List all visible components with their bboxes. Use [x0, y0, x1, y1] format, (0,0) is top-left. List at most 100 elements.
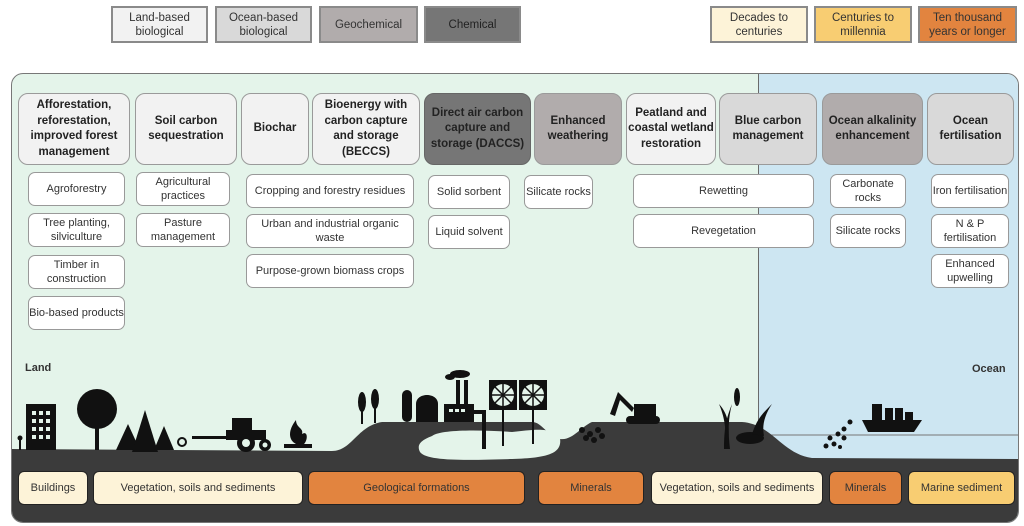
cdr-diagram-panel: Afforestation, reforestation, improved f…: [11, 73, 1019, 523]
storage-minerals-ocean: Minerals: [829, 471, 902, 505]
option-tree-planting: Tree planting, silviculture: [28, 213, 125, 247]
legend-ocean-based-biological: Ocean-based biological: [215, 6, 312, 43]
seabed-rocks-icon: [823, 419, 853, 449]
storage-label: Minerals: [570, 482, 612, 494]
method-label: Peatland and coastal wetland restoration: [628, 106, 714, 150]
option-label: Carbonate rocks: [842, 177, 894, 205]
option-label: Enhanced upwelling: [945, 257, 995, 285]
option-silicate-rocks-ocean: Silicate rocks: [830, 214, 906, 248]
method-label: Enhanced weathering: [547, 114, 609, 143]
method-label: Afforestation, reforestation, improved f…: [30, 99, 118, 158]
legend-centuries-to-millennia: Centuries to millennia: [814, 6, 912, 43]
storage-marine-sediment: Marine sediment: [908, 471, 1015, 505]
method-label: Soil carbon sequestration: [148, 114, 224, 143]
method-afforestation: Afforestation, reforestation, improved f…: [18, 93, 130, 165]
storage-label: Geological formations: [363, 482, 470, 494]
legend-label: Ocean-based biological: [228, 11, 299, 38]
option-label: Agroforestry: [46, 182, 107, 195]
method-beccs: Bioenergy with carbon capture and storag…: [312, 93, 420, 165]
legend-decades-to-centuries: Decades to centuries: [710, 6, 808, 43]
legend-land-based-biological: Land-based biological: [111, 6, 208, 43]
excavator-icon: [610, 392, 660, 424]
tractor-plough-icon: [177, 418, 271, 452]
option-agricultural-practices: Agricultural practices: [136, 172, 230, 206]
method-label: Ocean fertilisation: [939, 114, 1002, 143]
method-blue-carbon: Blue carbon management: [719, 93, 817, 165]
option-revegetation: Revegetation: [633, 214, 814, 248]
storage-label: Marine sediment: [920, 482, 1003, 494]
option-label: Pasture management: [150, 216, 216, 244]
legend-label: Ten thousand years or longer: [929, 11, 1006, 38]
method-enhanced-weathering: Enhanced weathering: [534, 93, 622, 165]
reed-icon: [719, 388, 740, 449]
factory-icon: [444, 370, 486, 449]
option-silicate-rocks-land: Silicate rocks: [524, 175, 593, 209]
option-label: Revegetation: [691, 224, 756, 237]
landscape-illustration: [12, 370, 1018, 522]
storage-geological-formations: Geological formations: [308, 471, 525, 505]
rocks-icon: [579, 427, 605, 443]
ship-icon: [862, 404, 922, 432]
option-label: Urban and industrial organic waste: [261, 217, 399, 245]
option-label: Tree planting, silviculture: [43, 216, 110, 244]
option-label: Rewetting: [699, 184, 748, 197]
method-soil-carbon: Soil carbon sequestration: [135, 93, 237, 165]
storage-minerals-land: Minerals: [538, 471, 644, 505]
storage-label: Minerals: [844, 482, 887, 494]
legend-label: Land-based biological: [129, 11, 190, 38]
deciduous-tree-icon: [77, 389, 117, 450]
method-peatland-restoration: Peatland and coastal wetland restoration: [626, 93, 716, 165]
method-ocean-alkalinity: Ocean alkalinity enhancement: [822, 93, 923, 165]
option-enhanced-upwelling: Enhanced upwelling: [931, 254, 1009, 288]
storage-vegetation-soils-land: Vegetation, soils and sediments: [93, 471, 303, 505]
method-label: Bioenergy with carbon capture and storag…: [324, 99, 408, 158]
ocean-label: Ocean: [972, 363, 1006, 375]
legend-label: Decades to centuries: [729, 11, 789, 38]
option-label: Bio-based products: [29, 306, 124, 319]
lily-pad-icon: [736, 404, 772, 444]
method-ocean-fertilisation: Ocean fertilisation: [927, 93, 1014, 165]
option-cropping-residues: Cropping and forestry residues: [246, 174, 414, 208]
method-biochar: Biochar: [241, 93, 309, 165]
storage-label: Buildings: [30, 482, 76, 494]
option-label: Liquid solvent: [435, 225, 503, 238]
option-agroforestry: Agroforestry: [28, 172, 125, 206]
option-timber-construction: Timber in construction: [28, 255, 125, 289]
option-label: Iron fertilisation: [932, 184, 1008, 197]
legend-chemical: Chemical: [424, 6, 521, 43]
legend-label: Chemical: [448, 18, 497, 31]
storage-vegetation-soils-coastal: Vegetation, soils and sediments: [651, 471, 823, 505]
bioenergy-plant-icon: [402, 390, 438, 422]
method-label: Direct air carbon capture and storage (D…: [430, 106, 525, 150]
method-label: Blue carbon management: [732, 114, 804, 143]
legend-geochemical: Geochemical: [319, 6, 418, 43]
option-label: Solid sorbent: [436, 185, 502, 198]
air-capture-fan-icon: [519, 380, 547, 444]
fire-icon: [284, 420, 312, 448]
option-label: Purpose-grown biomass crops: [255, 264, 405, 277]
underground-reservoir-icon: [418, 429, 561, 460]
option-bio-based-products: Bio-based products: [28, 296, 125, 330]
air-capture-fan-icon: [489, 380, 517, 446]
storage-buildings: Buildings: [18, 471, 88, 505]
option-label: N & P fertilisation: [943, 217, 997, 245]
option-label: Agricultural practices: [155, 175, 211, 203]
conifer-trees-icon: [116, 410, 174, 452]
method-daccs: Direct air carbon capture and storage (D…: [424, 93, 531, 165]
option-carbonate-rocks: Carbonate rocks: [830, 174, 906, 208]
method-label: Ocean alkalinity enhancement: [828, 114, 917, 143]
option-iron-fertilisation: Iron fertilisation: [931, 174, 1009, 208]
option-rewetting: Rewetting: [633, 174, 814, 208]
legend-ten-thousand-years: Ten thousand years or longer: [918, 6, 1017, 43]
building-icon: [17, 404, 56, 450]
option-label: Silicate rocks: [835, 224, 901, 237]
legend-label: Centuries to millennia: [831, 11, 894, 38]
option-label: Silicate rocks: [526, 185, 591, 198]
option-purpose-grown-crops: Purpose-grown biomass crops: [246, 254, 414, 288]
option-solid-sorbent: Solid sorbent: [428, 175, 510, 209]
wheat-icon: [358, 389, 379, 424]
option-label: Cropping and forestry residues: [254, 184, 406, 197]
option-liquid-solvent: Liquid solvent: [428, 215, 510, 249]
option-np-fertilisation: N & P fertilisation: [931, 214, 1009, 248]
option-label: Timber in construction: [46, 258, 107, 286]
